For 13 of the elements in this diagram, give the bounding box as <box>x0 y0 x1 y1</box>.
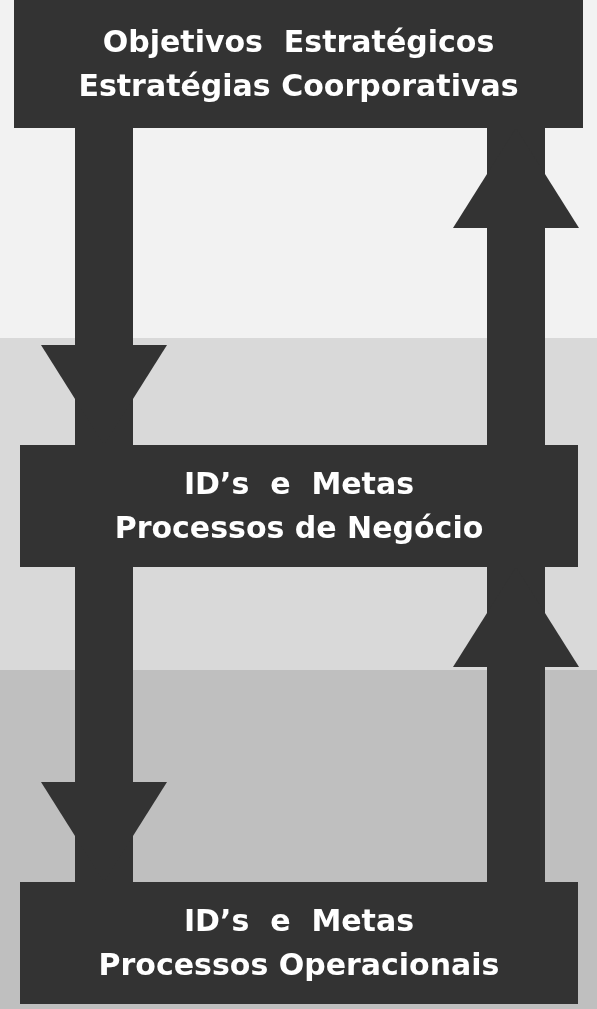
box-label: ID’s e Metas <box>183 902 415 940</box>
block-arrow <box>41 128 167 445</box>
box-label: Processos Operacionais <box>98 946 500 984</box>
block-arrow <box>453 128 579 445</box>
process-box <box>14 0 583 128</box>
box-label: Processos de Negócio <box>114 509 484 547</box>
process-box <box>20 445 578 567</box>
box-label: ID’s e Metas <box>183 465 415 503</box>
block-arrow <box>41 567 167 882</box>
block-arrow <box>453 567 579 882</box>
box-label: Estratégias Coorporativas <box>78 67 519 105</box>
box-label: Objetivos Estratégicos <box>102 23 495 61</box>
process-box <box>20 882 578 1004</box>
